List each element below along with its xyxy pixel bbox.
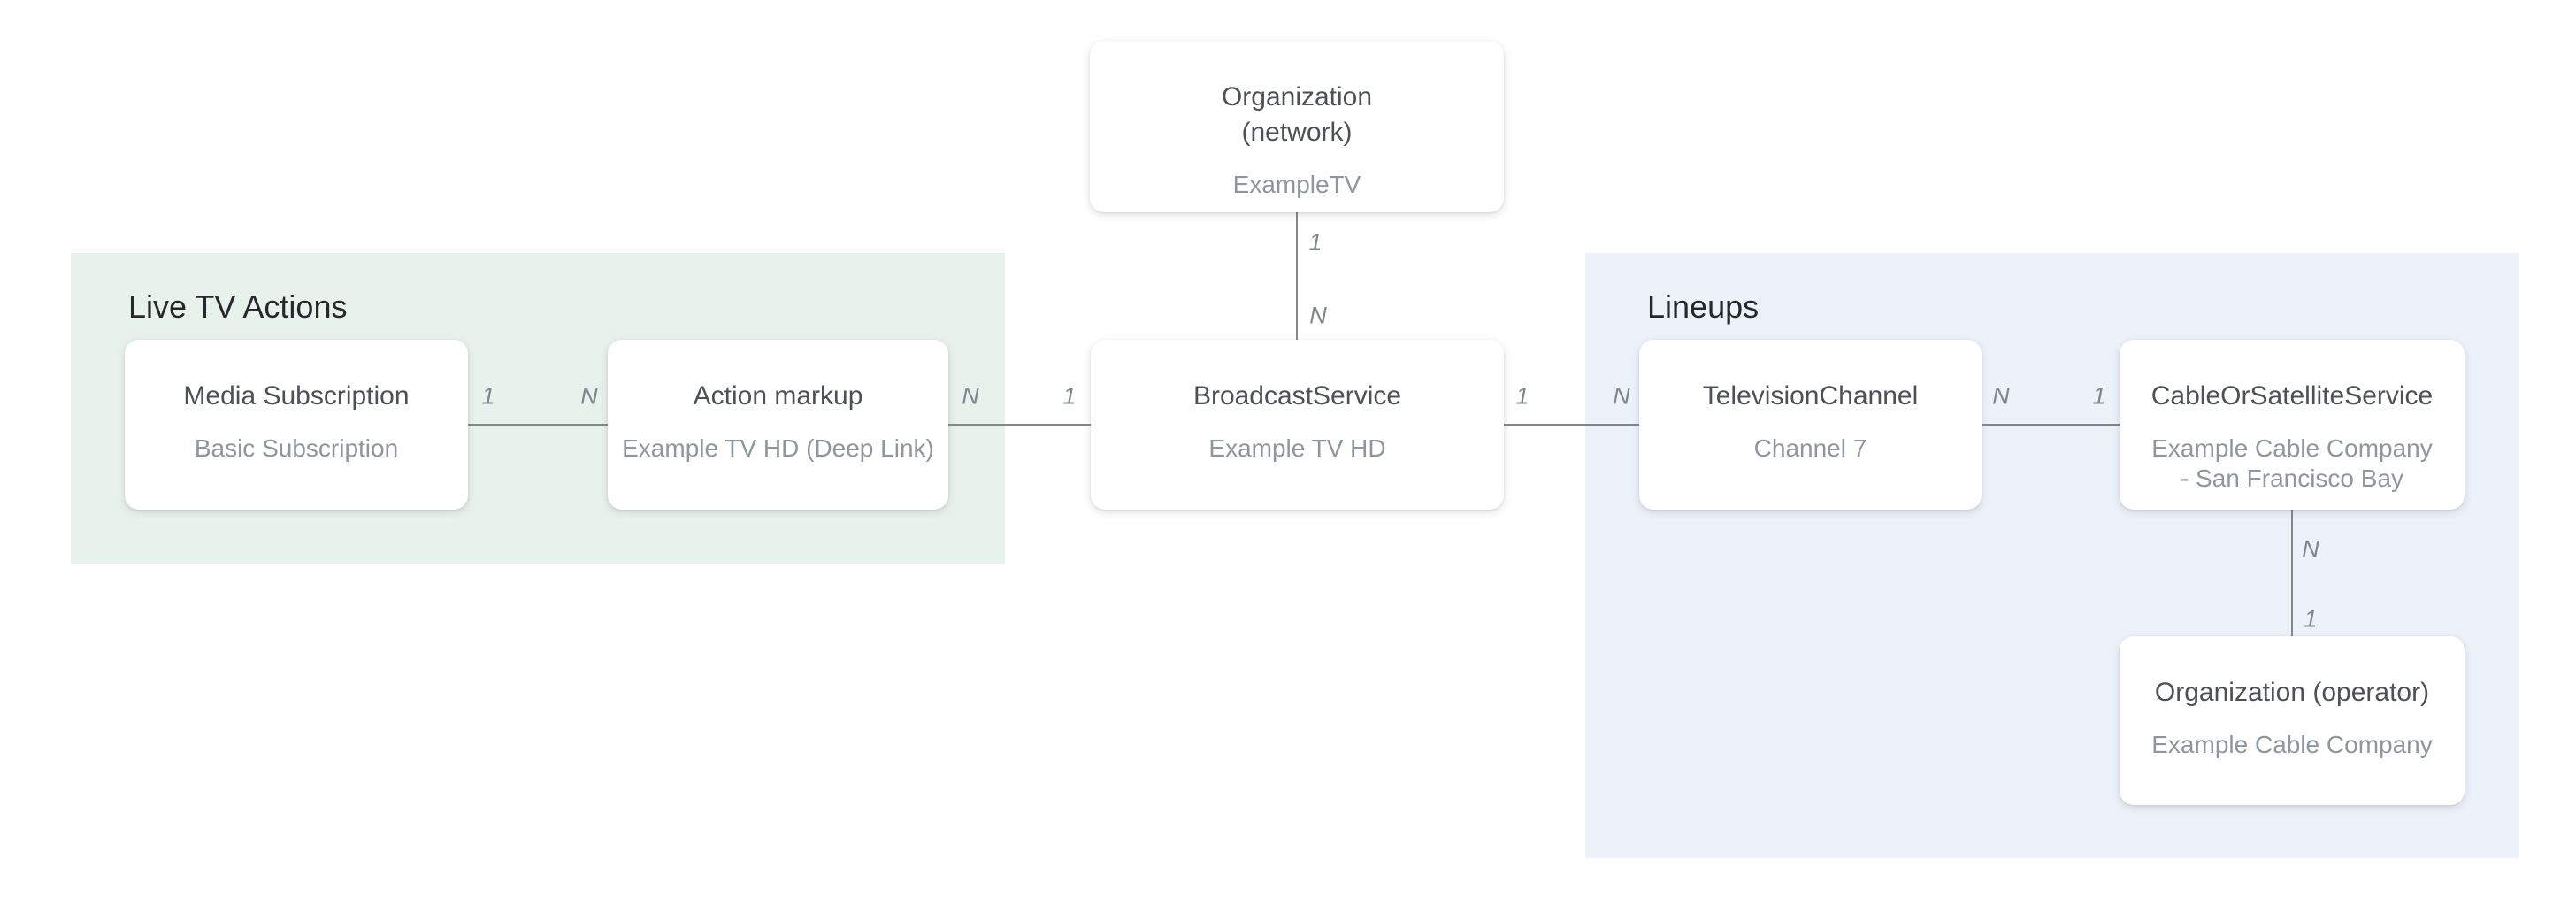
- edge-media-subscription-action-markup: [467, 424, 609, 426]
- node-subtitle: Basic Subscription: [194, 434, 399, 462]
- node-subtitle: Example TV HD (Deep Link): [622, 434, 934, 462]
- node-title: TelevisionChannel: [1702, 381, 1919, 411]
- edge-action-markup-broadcast-service: [947, 424, 1091, 426]
- node-broadcast-service: BroadcastService Example TV HD: [1091, 340, 1504, 510]
- edge-org-network-broadcast-service: [1296, 212, 1298, 340]
- node-title: Organization (network): [1221, 82, 1373, 147]
- cardinality-label: 1: [2304, 605, 2318, 633]
- cardinality-label: 1: [1062, 382, 1077, 410]
- cardinality-label: N: [2302, 535, 2319, 563]
- edge-broadcast-service-television-channel: [1504, 424, 1639, 426]
- edge-television-channel-cable-service: [1982, 424, 2120, 426]
- cardinality-label: 1: [481, 382, 495, 410]
- node-title: BroadcastService: [1192, 381, 1402, 411]
- node-title: Media Subscription: [183, 381, 410, 411]
- cardinality-label: N: [1992, 382, 2010, 410]
- node-action-markup: Action markup Example TV HD (Deep Link): [608, 340, 948, 510]
- cardinality-label: N: [962, 382, 979, 410]
- cardinality-label: N: [1613, 382, 1630, 410]
- region-label-lineups: Lineups: [1647, 288, 1760, 325]
- node-television-channel: TelevisionChannel Channel 7: [1639, 340, 1982, 510]
- cardinality-label: 1: [2092, 382, 2106, 410]
- cardinality-label: 1: [1308, 228, 1322, 256]
- node-title: Organization (operator): [2154, 678, 2430, 707]
- node-subtitle: Example TV HD: [1208, 434, 1386, 462]
- cardinality-label: N: [580, 382, 598, 410]
- region-label-live-tv-actions: Live TV Actions: [128, 288, 348, 325]
- node-subtitle: Example Cable Company: [2151, 731, 2433, 758]
- node-organization-network: Organization (network) ExampleTV: [1090, 41, 1504, 212]
- node-title: Action markup: [693, 381, 863, 411]
- node-subtitle: Example Cable Company - San Francisco Ba…: [2151, 434, 2433, 492]
- node-subtitle: ExampleTV: [1232, 171, 1361, 198]
- edge-cable-service-org-operator: [2291, 510, 2293, 636]
- cardinality-label: 1: [1515, 382, 1530, 410]
- node-media-subscription: Media Subscription Basic Subscription: [125, 340, 468, 510]
- node-title: CableOrSatelliteService: [2150, 381, 2434, 411]
- node-organization-operator: Organization (operator) Example Cable Co…: [2120, 636, 2465, 805]
- node-subtitle: Channel 7: [1753, 434, 1867, 462]
- cardinality-label: N: [1309, 302, 1327, 329]
- node-cable-or-satellite-service: CableOrSatelliteService Example Cable Co…: [2120, 340, 2465, 510]
